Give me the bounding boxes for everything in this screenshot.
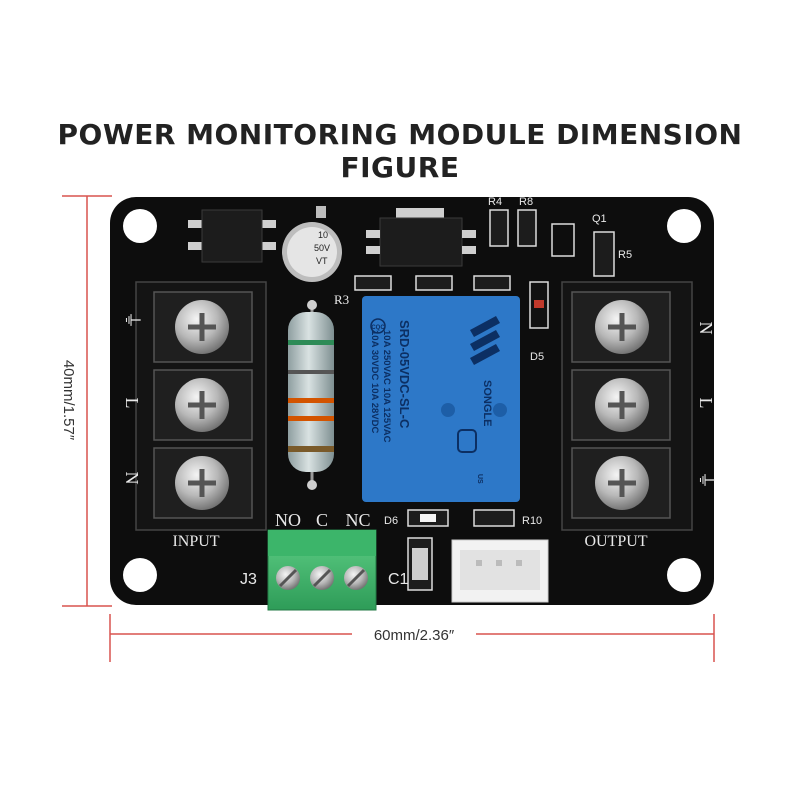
terminal-label-c: C (316, 510, 328, 530)
relay-brand: SONGLE (481, 380, 493, 426)
smd-resistors (489, 209, 615, 277)
connector-screw-no[interactable] (276, 566, 300, 590)
width-dimension-label: 60mm/2.36″ (374, 627, 455, 644)
relay: CQC 10A 250VAC 10A 125VAC 10A 30VDC 10A … (362, 296, 520, 502)
designator-r10: R10 (522, 515, 542, 527)
designator-j3: J3 (240, 571, 257, 588)
terminal-label-nc: NC (345, 510, 370, 530)
connector-screw-c[interactable] (310, 566, 334, 590)
mounting-hole (123, 209, 157, 243)
designator-r5: R5 (618, 249, 632, 261)
relay-model: SRD-05VDC-SL-C (397, 320, 412, 429)
height-dimension-label: 40mm/1.57″ (60, 360, 77, 441)
designator-r8: R8 (519, 196, 533, 208)
capacitor-marking: VT (316, 256, 328, 266)
designator-q1: Q1 (592, 213, 607, 225)
electrolytic-capacitor: 10 50V VT (282, 206, 342, 282)
designator-d6: D6 (384, 515, 398, 527)
output-label-live: L (696, 398, 716, 409)
input-label: INPUT (172, 533, 219, 550)
relay-rating-line: 10A 250VAC 10A 125VAC (381, 330, 392, 443)
relay-rating-line: 10A 30VDC 10A 28VDC (369, 330, 380, 433)
us-mark: US (476, 474, 483, 484)
output-label: OUTPUT (584, 533, 647, 550)
capacitor-marking: 10 (318, 230, 328, 240)
input-screw-live[interactable] (175, 378, 229, 432)
output-screw-ground[interactable] (595, 456, 649, 510)
height-dimension: 40mm/1.57″ (60, 195, 112, 607)
output-label-neutral: N (696, 322, 716, 335)
input-label-neutral: N (122, 472, 142, 485)
input-screw-neutral[interactable] (175, 456, 229, 510)
power-resistor (288, 300, 334, 490)
cqc-mark: CQC (371, 325, 385, 331)
input-label-live: L (122, 398, 142, 409)
transistor-package (366, 208, 476, 267)
ground-icon: ⏚ (696, 471, 716, 489)
mounting-hole (123, 558, 157, 592)
designator-r4: R4 (488, 196, 502, 208)
ground-icon: ⏚ (122, 311, 142, 329)
signal-connector[interactable] (451, 539, 549, 603)
width-dimension: 60mm/2.36″ (109, 614, 715, 662)
designator-c1: C1 (388, 571, 409, 588)
output-screw-live[interactable] (595, 378, 649, 432)
terminal-label-no: NO (275, 510, 301, 530)
designator-d5: D5 (530, 351, 544, 363)
connector-screw-nc[interactable] (344, 566, 368, 590)
songle-logo-icon (470, 316, 500, 365)
designator-r3: R3 (334, 292, 349, 307)
mounting-hole (667, 209, 701, 243)
capacitor-marking: 50V (314, 243, 330, 253)
mounting-hole (667, 558, 701, 592)
input-screw-ground[interactable] (175, 300, 229, 354)
output-screw-neutral[interactable] (595, 300, 649, 354)
ic-chip (188, 209, 276, 263)
page-title: POWER MONITORING MODULE DIMENSION FIGURE (57, 118, 743, 184)
